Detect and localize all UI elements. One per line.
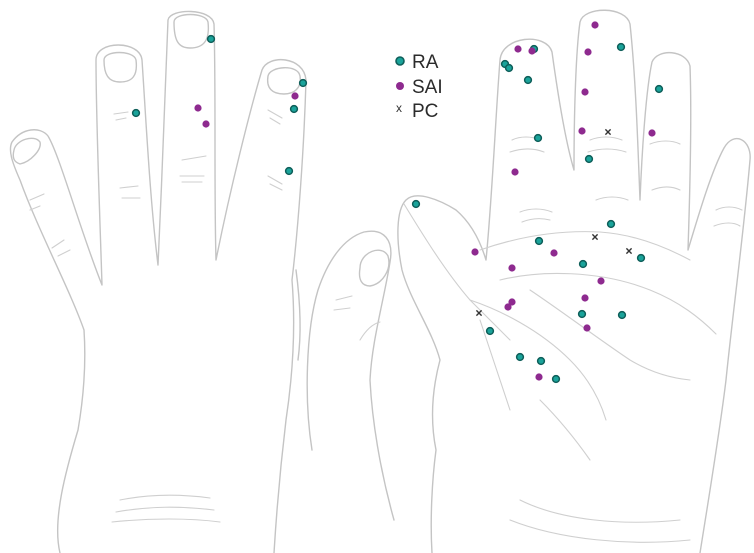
right-finger-crease: [650, 141, 680, 190]
left-thumb-stub: [296, 270, 300, 360]
left-crease: [112, 495, 220, 522]
sai-receptor-dot: [581, 294, 588, 301]
ra-receptor-dot: [579, 311, 586, 318]
sai-receptor-dot: [528, 47, 535, 54]
right-hand-outline: [398, 10, 750, 553]
ra-receptor-dot: [525, 77, 532, 84]
right-finger-crease: [588, 137, 626, 152]
sai-receptor-dot: [581, 88, 588, 95]
ra-receptor-dot: [487, 328, 494, 335]
left-crease: [268, 110, 282, 124]
legend-ra-swatch: [396, 57, 404, 65]
sai-receptor-dot: [583, 324, 590, 331]
ra-receptor-dot: [638, 255, 645, 262]
ra-receptor-dot: [286, 168, 293, 175]
right-finger-crease: [520, 209, 552, 222]
sai-receptor-points: [194, 21, 655, 380]
ra-receptor-dot: [208, 36, 215, 43]
sai-receptor-dot: [291, 92, 298, 99]
legend: RA SAI x PC: [396, 52, 443, 122]
middle-thumb: [307, 231, 394, 520]
left-crease: [52, 240, 70, 256]
left-hand: [10, 11, 306, 553]
sai-receptor-dot: [578, 127, 585, 134]
ra-receptor-dot: [506, 65, 513, 72]
sai-receptor-dot: [471, 248, 478, 255]
pc-receptor-mark: [626, 248, 631, 253]
pc-receptor-mark: [592, 234, 597, 239]
ra-receptor-dot: [618, 44, 625, 51]
left-crease: [120, 186, 140, 198]
right-palm-crease: [500, 273, 716, 334]
ra-receptor-dot: [291, 106, 298, 113]
right-thumb-crease: [404, 204, 510, 340]
left-nail-middle: [174, 15, 208, 49]
sai-receptor-dot: [202, 120, 209, 127]
left-crease: [268, 176, 282, 190]
ra-receptor-dot: [619, 312, 626, 319]
sai-receptor-dot: [514, 45, 521, 52]
ra-receptor-dot: [656, 86, 663, 93]
middle-thumb-nail: [359, 250, 388, 286]
sai-receptor-dot: [648, 129, 655, 136]
right-palm-crease: [530, 290, 690, 380]
ra-receptor-dot: [580, 261, 587, 268]
sai-receptor-dot: [584, 48, 591, 55]
sai-receptor-dot: [597, 277, 604, 284]
left-crease: [180, 156, 206, 182]
legend-sai-label: SAI: [412, 77, 443, 98]
ra-receptor-dot: [536, 238, 543, 245]
legend-sai-swatch: [396, 82, 404, 90]
right-finger-crease: [714, 207, 742, 226]
ra-receptor-dot: [300, 80, 307, 87]
left-nail-index: [268, 68, 301, 94]
ra-receptor-dot: [535, 135, 542, 142]
ra-receptor-dot: [553, 376, 560, 383]
left-nail-ring: [104, 53, 136, 83]
legend-ra-label: RA: [412, 52, 439, 73]
right-palm-crease: [480, 232, 690, 260]
ra-receptor-dot: [413, 201, 420, 208]
sai-receptor-dot: [535, 373, 542, 380]
right-wrist-crease: [510, 500, 690, 542]
sai-receptor-dot: [591, 21, 598, 28]
left-crease: [30, 194, 44, 210]
middle-thumb-outline: [307, 231, 394, 520]
ra-receptor-dot: [538, 358, 545, 365]
pc-receptor-mark: [605, 129, 610, 134]
right-hand: [398, 10, 750, 553]
ra-receptor-dot: [517, 354, 524, 361]
middle-thumb-crease: [334, 296, 352, 310]
legend-pc-swatch: x: [396, 101, 402, 115]
pc-receptor-mark: [476, 310, 481, 315]
right-palm-crease: [540, 400, 590, 460]
sai-receptor-dot: [508, 264, 515, 271]
sai-receptor-dot: [504, 303, 511, 310]
legend-pc-label: PC: [412, 101, 438, 122]
ra-receptor-dot: [586, 156, 593, 163]
right-palm-crease: [480, 320, 510, 410]
sai-receptor-dot: [550, 249, 557, 256]
sai-receptor-dot: [194, 104, 201, 111]
left-crease: [114, 112, 128, 120]
right-finger-crease: [596, 197, 628, 200]
sai-receptor-dot: [511, 168, 518, 175]
ra-receptor-dot: [133, 110, 140, 117]
left-hand-outline: [10, 11, 306, 553]
ra-receptor-dot: [608, 221, 615, 228]
left-nail-small: [13, 138, 40, 164]
